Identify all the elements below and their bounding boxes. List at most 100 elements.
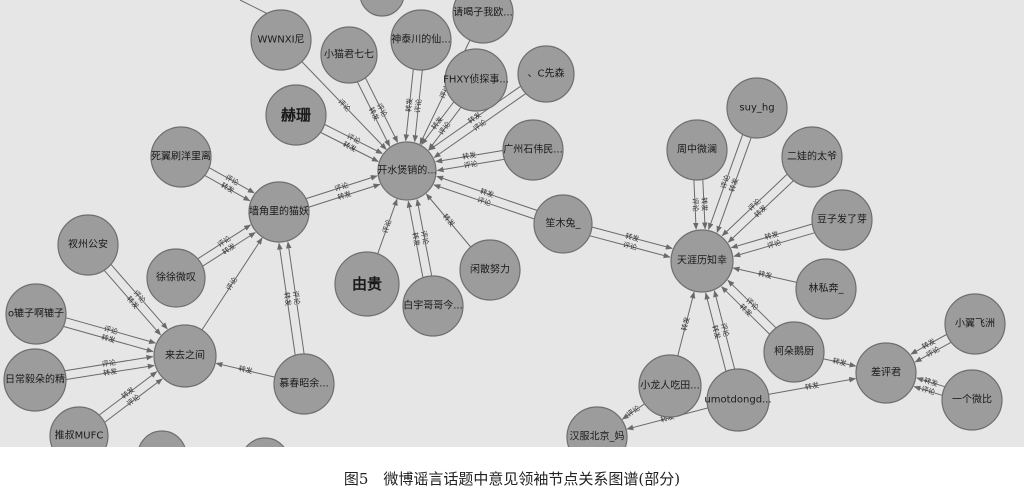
node-tuijiu[interactable]: 推叔MUFC — [49, 406, 109, 447]
node-label: 、C先森 — [528, 67, 565, 80]
edge-okuzi-laiqu — [63, 326, 154, 353]
node-kaishui[interactable]: 开水煲销的... — [377, 141, 437, 201]
node-okuzi[interactable]: o辘子啊辘子 — [5, 283, 67, 345]
node-label: 天涯历知幸 — [677, 254, 727, 267]
node-label: 推叔MUFC — [55, 429, 104, 442]
edge-umotdong-tianya — [713, 290, 736, 370]
edge-guangzhou-kaishui — [436, 158, 505, 173]
node-label: 慕春昭余... — [279, 377, 329, 390]
node-label: 白宇哥哥今... — [403, 299, 463, 312]
edge-label: 评论 — [333, 180, 349, 193]
node-yigeqibi[interactable]: 一个微比 — [941, 369, 1003, 431]
edge-fhxy-kaishui — [428, 107, 462, 151]
node-xiaoyi[interactable]: 小翼飞洲 — [944, 293, 1006, 355]
node-circle — [726, 77, 788, 139]
node-linsi[interactable]: 林私奔_ — [795, 258, 857, 320]
node-guangzhou[interactable]: 广州石伟民... — [502, 119, 564, 181]
node-label: 由贵 — [352, 275, 382, 293]
node-circle — [763, 321, 825, 383]
node-chaping[interactable]: 差评君 — [855, 342, 917, 404]
node-douzi[interactable]: 豆子发了芽 — [811, 189, 873, 251]
node-circle — [273, 353, 335, 415]
node-label: 差评君 — [871, 366, 901, 379]
node-muchun[interactable]: 慕春昭余... — [273, 353, 335, 415]
node-shenzhou[interactable]: 神泰川的仙... — [390, 9, 452, 71]
edge-guangzhou-kaishui — [435, 150, 503, 164]
node-circle — [566, 406, 628, 447]
node-youguai[interactable]: 由贵 — [334, 251, 400, 317]
node-jizhou[interactable]: 衩州公安 — [57, 214, 119, 276]
node-qiangjiao[interactable]: 墙角里的猫妖 — [248, 181, 310, 243]
node-circle — [533, 194, 593, 254]
node-richang[interactable]: 日常毅朵的精 — [3, 348, 67, 412]
edge-label: 评论 — [766, 238, 782, 251]
node-label: 神泰川的仙... — [391, 33, 451, 46]
node-wwnxi[interactable]: WWNXI尼 — [250, 9, 312, 71]
node-baiyu[interactable]: 白宇哥哥今... — [402, 275, 464, 337]
node-label: 笙木兔_ — [546, 217, 582, 230]
edge-umotdong-hanfu — [626, 407, 709, 431]
node-label: 徐徐微叹 — [156, 271, 196, 284]
edge-xianshan-kaishui — [425, 193, 472, 248]
node-label: 赫珊 — [281, 106, 311, 124]
edge-yigeqibi-chaping — [913, 385, 943, 396]
edge-shanmu-tianya — [592, 226, 673, 250]
node-hanfu[interactable]: 汉服北京_妈 — [566, 406, 628, 447]
node-qingwo[interactable]: 请喝子我欧... — [452, 0, 514, 44]
edge-label: 评论 — [920, 384, 936, 397]
edge-tuijiu-laiqu — [99, 371, 158, 416]
node-circle — [146, 248, 206, 308]
node-laiqu[interactable]: 来去之间 — [153, 324, 217, 388]
edge-baiyu-kaishui — [415, 198, 433, 276]
node-circle — [402, 275, 464, 337]
edge-label: 转发 — [832, 356, 848, 368]
node-label: 来去之间 — [165, 349, 205, 362]
edge-label: 转发 — [462, 150, 477, 161]
edge-label: 转发 — [710, 324, 722, 340]
edge-label: 评论 — [101, 358, 116, 369]
node-zhouzhong[interactable]: 周中微澜 — [666, 119, 728, 181]
edge-okuzi-laiqu — [65, 317, 157, 344]
edge-label: 转发 — [282, 291, 293, 306]
edge-label: 评论 — [413, 99, 423, 114]
node-label: 衩州公安 — [68, 238, 108, 251]
edge-label: 评论 — [463, 159, 478, 170]
node-xianshan[interactable]: 闲散努力 — [459, 239, 521, 301]
edge-xuxu-qiangjiao — [202, 232, 256, 267]
edge-xiaolong-hanfu — [621, 403, 645, 420]
node-circle — [666, 119, 728, 181]
node-label: 二娃的太爷 — [787, 150, 837, 163]
node-hesha[interactable]: 赫珊 — [265, 84, 327, 146]
edge-suyhg-tianya — [708, 134, 744, 231]
node-label: 小猫君七七 — [324, 48, 374, 61]
edge-zhouzhong-tianya — [693, 180, 699, 230]
edge-baiyu-kaishui — [406, 200, 424, 278]
node-shanmu[interactable]: 笙木兔_ — [533, 194, 593, 254]
node-circle — [502, 119, 564, 181]
edge-label: 评论 — [476, 195, 492, 208]
node-xuxu[interactable]: 徐徐微叹 — [146, 248, 206, 308]
node-xiaolong[interactable]: 小龙人吃田... — [638, 354, 702, 418]
node-label: 汉服北京_妈 — [570, 430, 625, 443]
edge-hesha-kaishui — [324, 124, 383, 154]
edge-qiangjiao-kaishui — [308, 183, 381, 208]
edge-shanmu-tianya — [589, 235, 671, 259]
node-keduo[interactable]: 柯朵鹅厨 — [763, 321, 825, 383]
node-erwa[interactable]: 二娃的太爷 — [781, 126, 843, 188]
node-circle — [452, 0, 514, 44]
edge-erwa-tianya — [727, 180, 794, 243]
node-cxiansen[interactable]: 、C先森 — [517, 45, 575, 103]
edge-xiaolong-tianya — [677, 291, 696, 357]
node-suyhg[interactable]: suy_hg — [726, 77, 788, 139]
edge-linsi-tianya — [732, 266, 797, 283]
node-umotdong[interactable]: umotdongd... — [704, 368, 772, 432]
node-siyi[interactable]: 死翼刷洋里离 — [150, 126, 212, 188]
edge-xiaoyi-chaping — [910, 334, 947, 355]
edge-muchun-qiangjiao — [286, 241, 305, 354]
edge-richang-laiqu — [66, 363, 155, 380]
node-tianya[interactable]: 天涯历知幸 — [670, 229, 734, 293]
node-xiaomao[interactable]: 小猫君七七 — [320, 26, 378, 84]
node-fhxy[interactable]: FHXY侦探事... — [443, 48, 509, 112]
edge-umotdong-chaping — [768, 376, 857, 395]
